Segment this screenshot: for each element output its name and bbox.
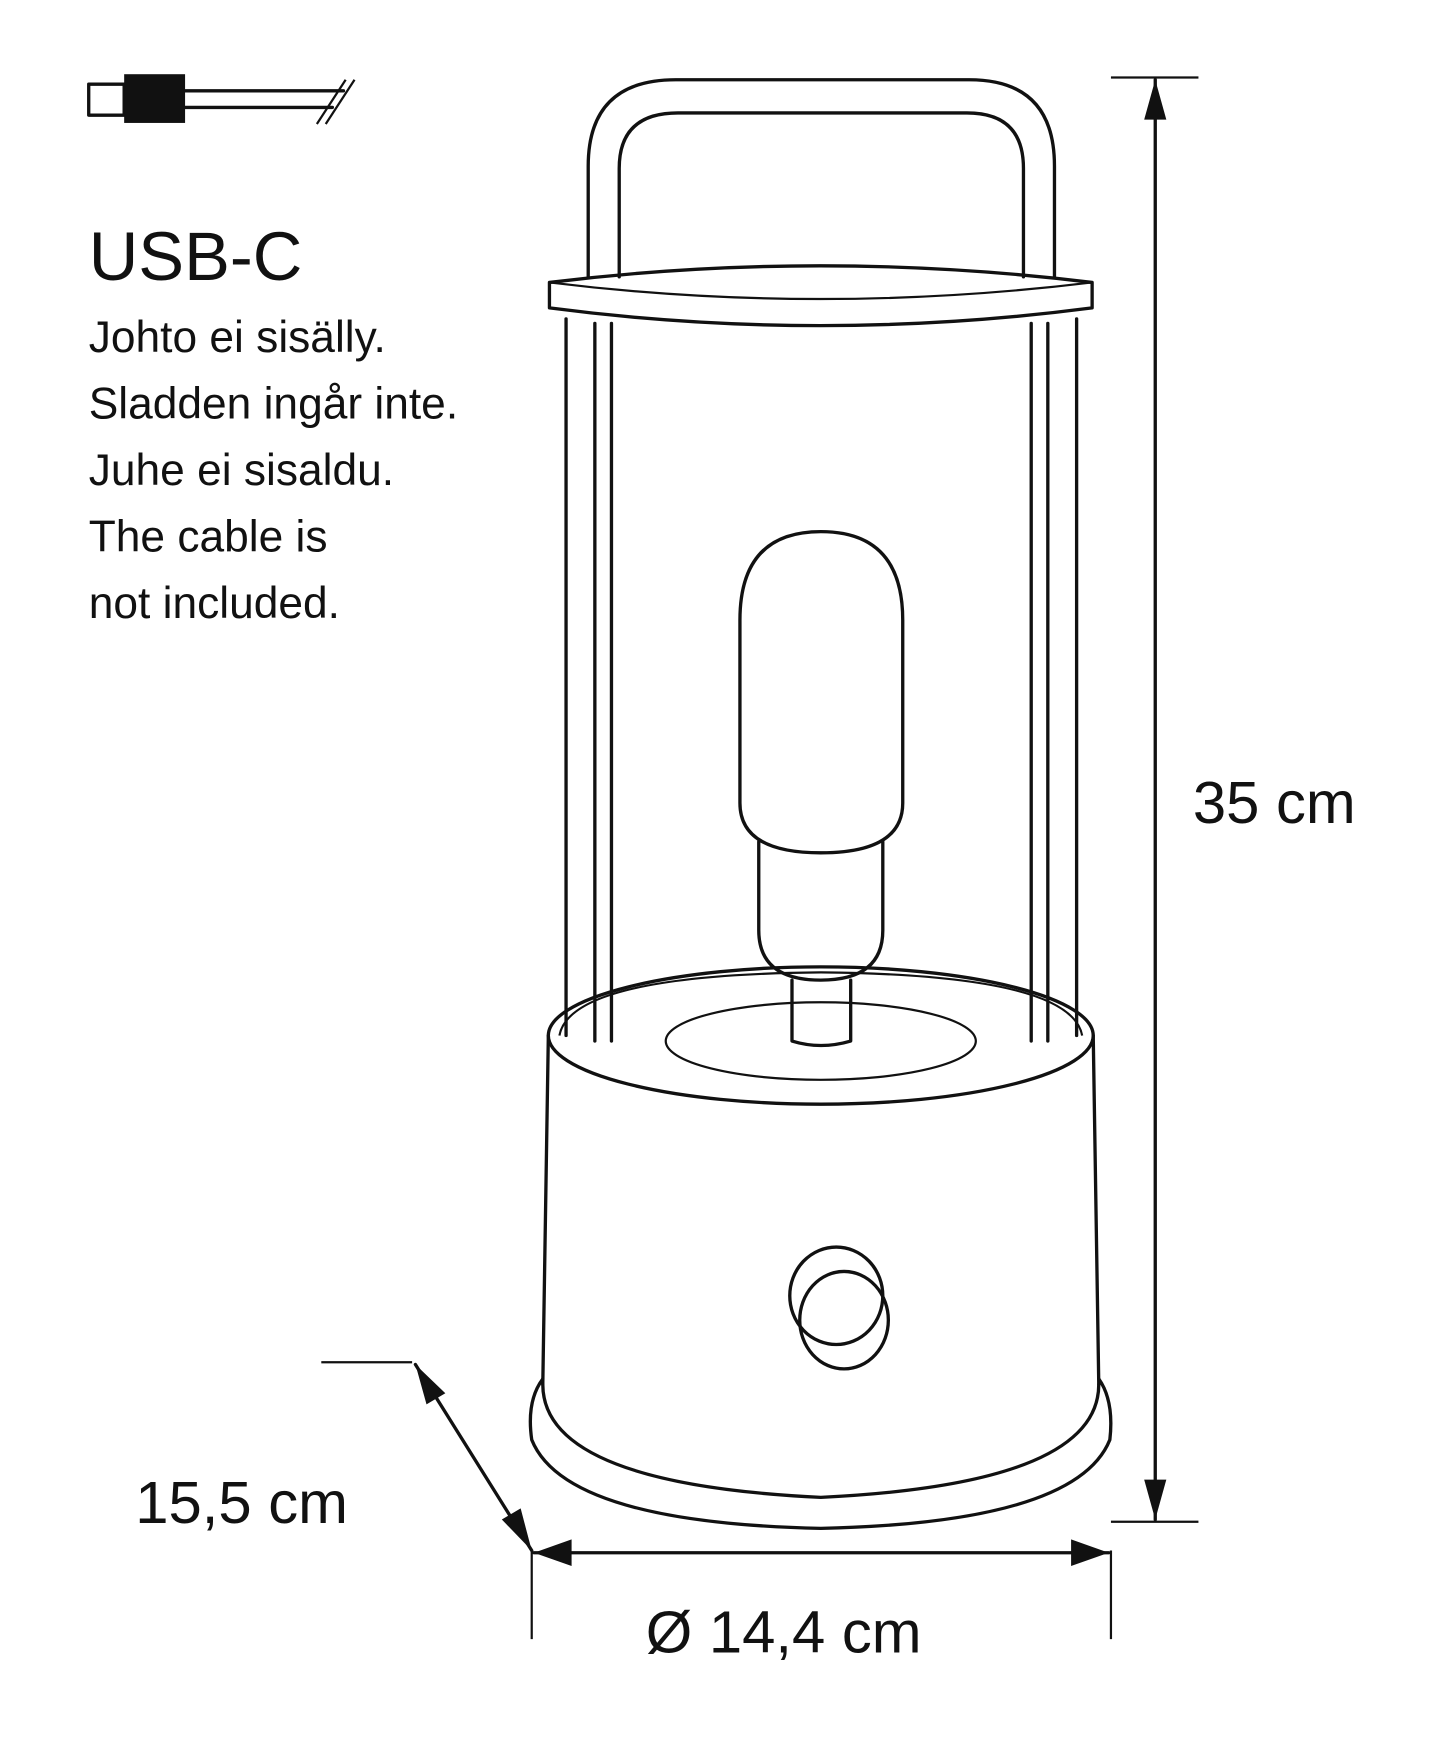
- connector-type-label: USB-C: [89, 218, 303, 295]
- lantern-outline: [528, 78, 1113, 1531]
- note-line-en-1: The cable is: [89, 513, 328, 562]
- note-line-sv: Sladden ingår inte.: [89, 380, 458, 429]
- height-label: 35 cm: [1193, 769, 1356, 836]
- diameter-dimension: [530, 1539, 1113, 1640]
- depth-label: 15,5 cm: [135, 1469, 348, 1536]
- note-line-en-2: not included.: [89, 579, 340, 628]
- usb-cable-icon: [87, 74, 356, 125]
- note-line-et: Juhe ei sisaldu.: [89, 446, 394, 495]
- height-dimension: [1110, 76, 1199, 1523]
- diameter-label: Ø 14,4 cm: [646, 1598, 922, 1665]
- note-line-fi: Johto ei sisälly.: [89, 313, 386, 362]
- depth-dimension: [321, 1361, 534, 1553]
